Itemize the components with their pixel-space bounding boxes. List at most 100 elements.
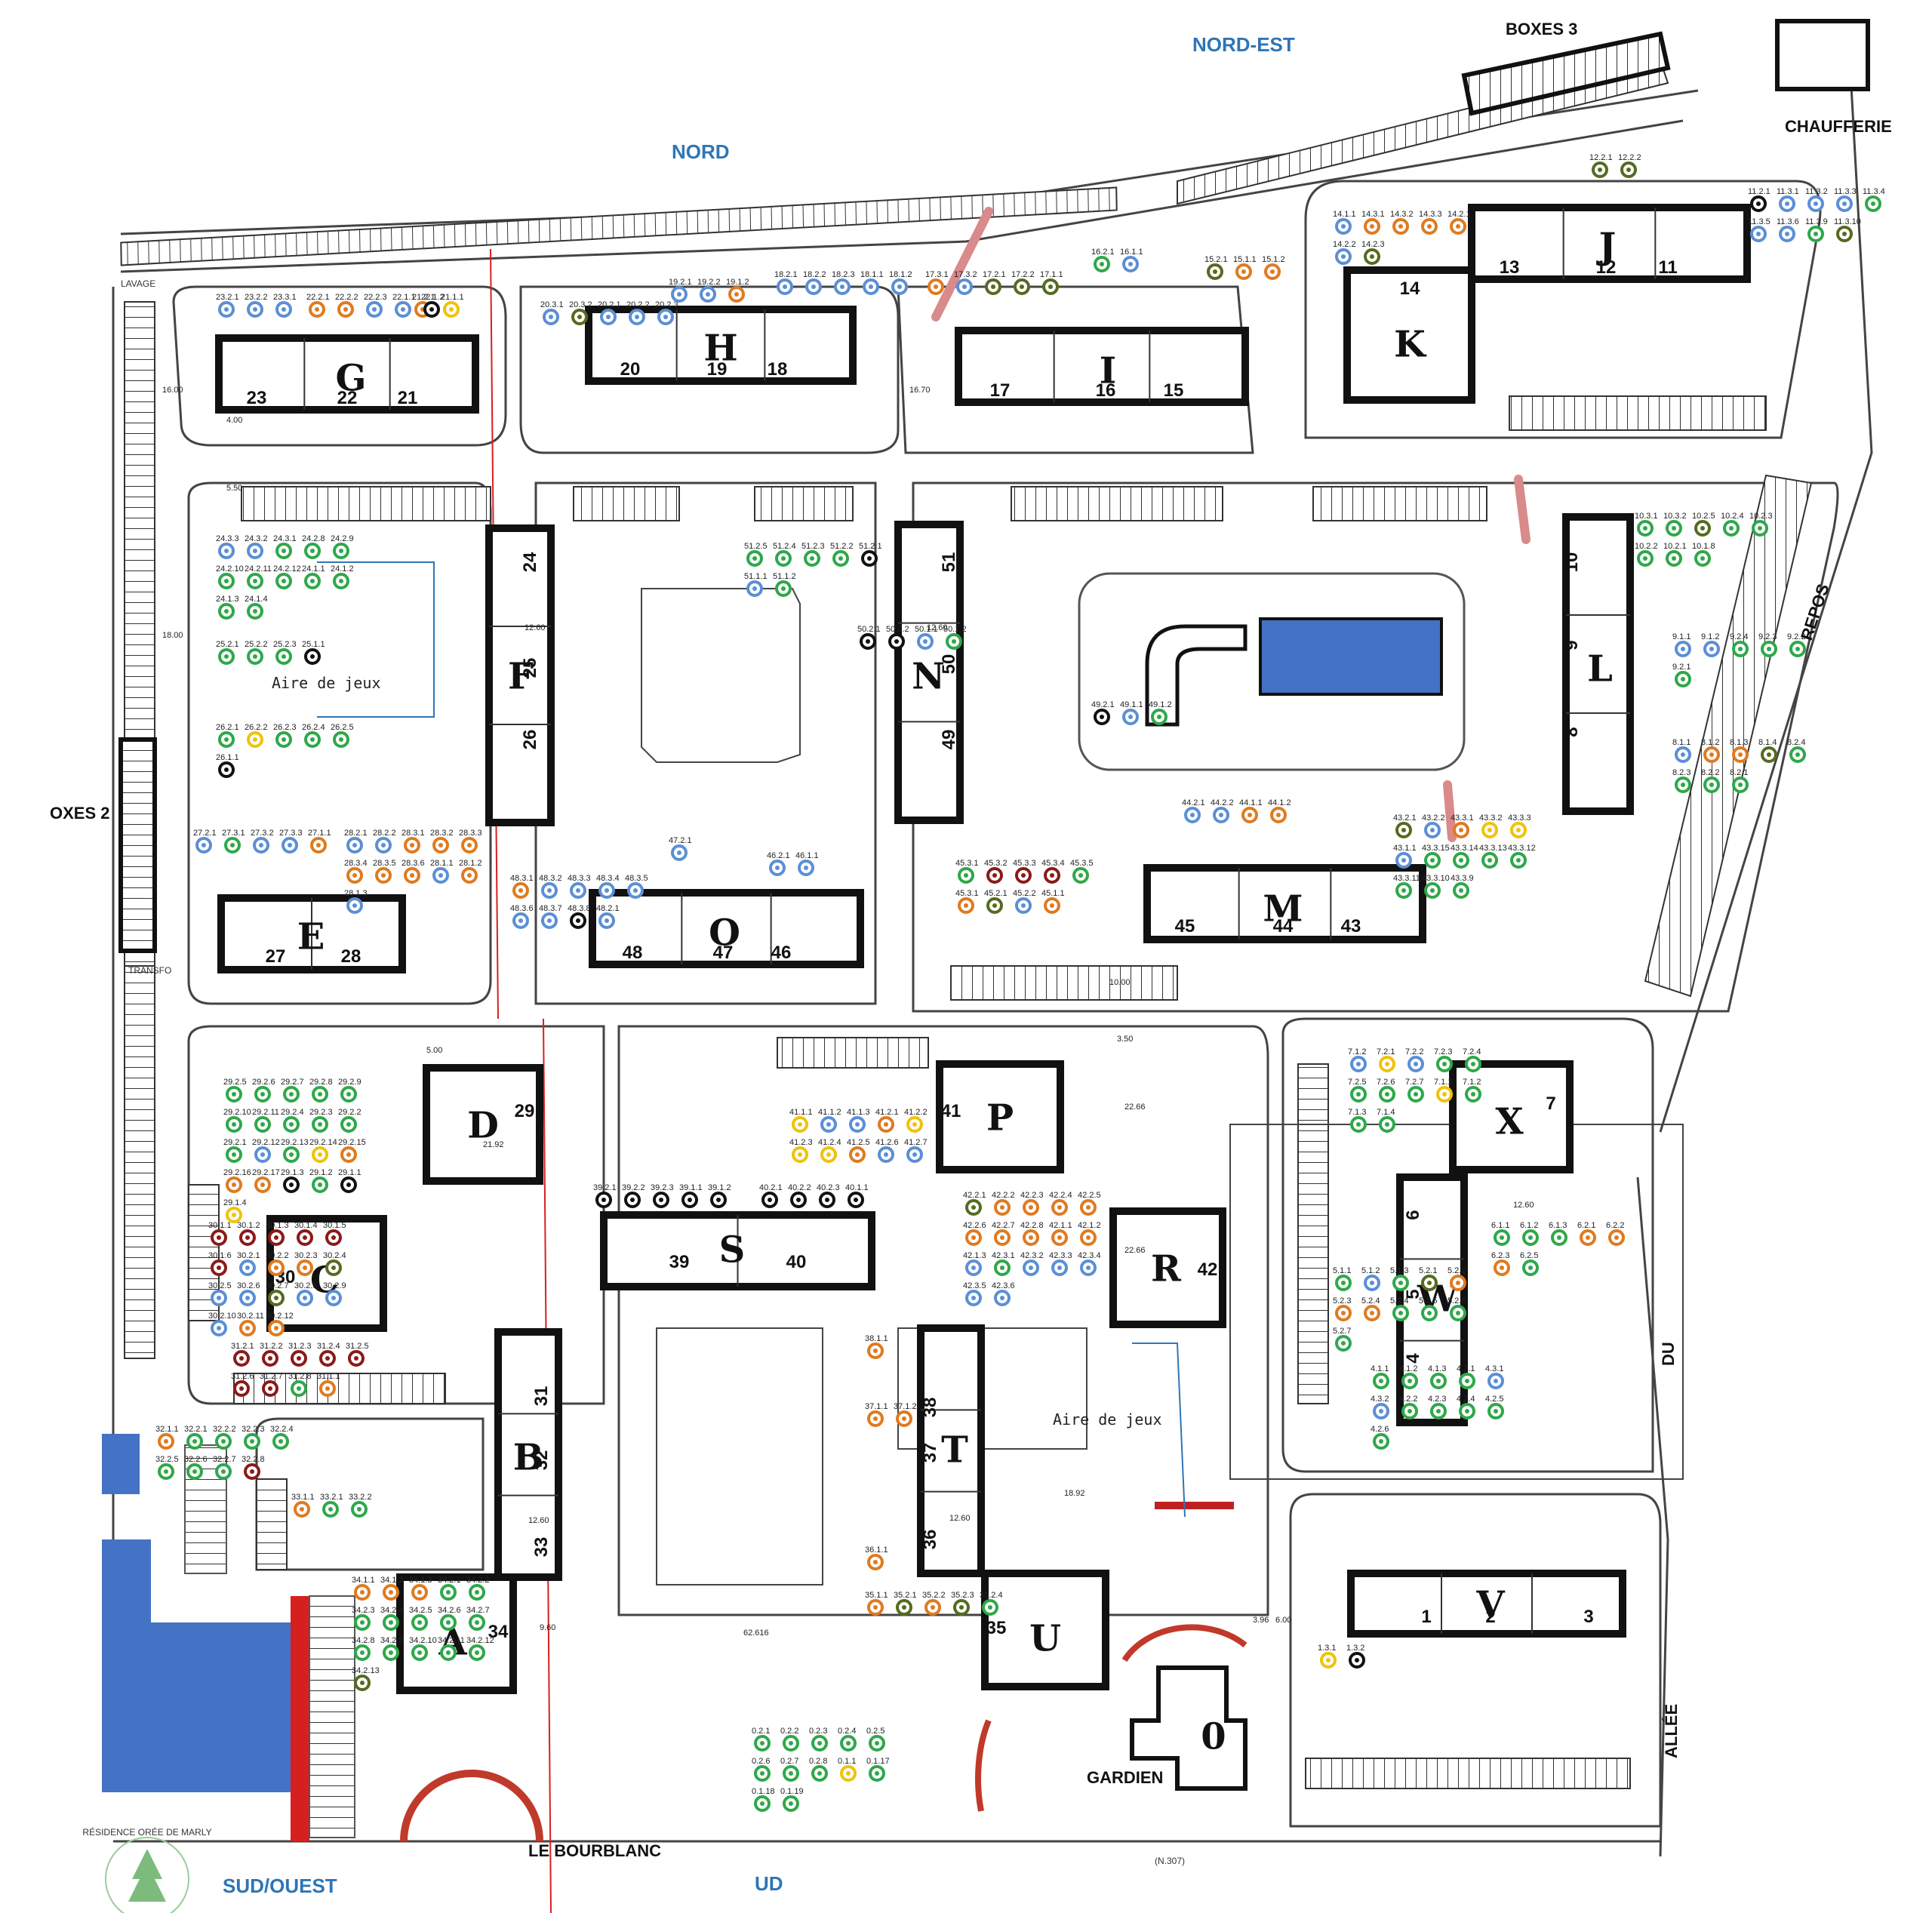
- tree-marker[interactable]: 32.2.2: [213, 1425, 236, 1450]
- tree-marker[interactable]: 7.2.4: [1463, 1047, 1481, 1072]
- tree-marker[interactable]: 42.2.1: [963, 1191, 986, 1216]
- tree-marker[interactable]: 28.3.3: [459, 829, 482, 853]
- tree-marker[interactable]: 0.1.18: [752, 1787, 775, 1812]
- tree-marker[interactable]: 29.2.10: [223, 1108, 251, 1133]
- tree-marker[interactable]: 32.2.3: [242, 1425, 265, 1450]
- tree-marker[interactable]: 46.1.1: [795, 851, 819, 876]
- tree-marker[interactable]: 25.2.3: [273, 640, 297, 665]
- tree-marker[interactable]: 39.1.2: [708, 1183, 731, 1208]
- tree-marker[interactable]: 42.3.2: [1020, 1251, 1044, 1276]
- tree-marker[interactable]: 43.3.12: [1508, 844, 1536, 869]
- tree-marker[interactable]: 41.2.3: [789, 1138, 813, 1163]
- tree-marker[interactable]: 31.2.5: [346, 1342, 369, 1367]
- tree-marker[interactable]: 27.2.1: [193, 829, 217, 853]
- tree-marker[interactable]: 41.1.2: [818, 1108, 841, 1133]
- tree-marker[interactable]: 28.3.1: [401, 829, 425, 853]
- tree-marker[interactable]: 18.2.3: [832, 270, 855, 295]
- tree-marker[interactable]: 35.2.4: [980, 1591, 1003, 1616]
- tree-marker[interactable]: 44.1.2: [1268, 798, 1291, 823]
- tree-marker[interactable]: 28.3.5: [373, 859, 396, 884]
- tree-marker[interactable]: 28.2.1: [344, 829, 368, 853]
- tree-marker[interactable]: 31.2.3: [288, 1342, 312, 1367]
- tree-marker[interactable]: 50.2.1: [857, 625, 881, 650]
- tree-marker[interactable]: 0.2.6: [752, 1757, 771, 1782]
- tree-marker[interactable]: 14.2.3: [1361, 240, 1385, 265]
- tree-marker[interactable]: 19.2.2: [697, 278, 721, 303]
- tree-marker[interactable]: 5.2.2: [1447, 1266, 1466, 1291]
- tree-marker[interactable]: 29.2.1: [223, 1138, 247, 1163]
- tree-marker[interactable]: 6.1.3: [1549, 1221, 1567, 1246]
- tree-marker[interactable]: 9.1.1: [1672, 632, 1691, 657]
- tree-marker[interactable]: 29.2.8: [309, 1078, 333, 1103]
- tree-marker[interactable]: 51.1.1: [744, 572, 768, 597]
- tree-marker[interactable]: 22.2.2: [335, 293, 358, 318]
- tree-marker[interactable]: 4.2.1: [1457, 1364, 1475, 1389]
- tree-marker[interactable]: 31.2.6: [231, 1372, 254, 1397]
- tree-marker[interactable]: 6.2.2: [1606, 1221, 1625, 1246]
- tree-marker[interactable]: 6.1.2: [1520, 1221, 1539, 1246]
- tree-marker[interactable]: 19.1.2: [726, 278, 749, 303]
- tree-marker[interactable]: 43.3.3: [1508, 813, 1531, 838]
- tree-marker[interactable]: 49.1.1: [1120, 700, 1143, 725]
- tree-marker[interactable]: 5.1.1: [1333, 1266, 1352, 1291]
- tree-marker[interactable]: 5.1.3: [1390, 1266, 1409, 1291]
- tree-marker[interactable]: 39.1.1: [679, 1183, 703, 1208]
- tree-marker[interactable]: 43.3.14: [1451, 844, 1478, 869]
- tree-marker[interactable]: 28.2.2: [373, 829, 396, 853]
- tree-marker[interactable]: 25.1.1: [302, 640, 325, 665]
- tree-marker[interactable]: 51.2.3: [801, 542, 825, 567]
- tree-marker[interactable]: 51.2.1: [859, 542, 882, 567]
- tree-marker[interactable]: 23.2.2: [245, 293, 268, 318]
- tree-marker[interactable]: 30.1.5: [323, 1221, 346, 1246]
- tree-marker[interactable]: 30.2.2: [266, 1251, 289, 1276]
- tree-marker[interactable]: 14.3.2: [1390, 210, 1414, 235]
- tree-marker[interactable]: 9.2.2: [1787, 632, 1806, 657]
- tree-marker[interactable]: 14.3.3: [1419, 210, 1442, 235]
- tree-marker[interactable]: 43.3.10: [1422, 874, 1450, 899]
- tree-marker[interactable]: 42.2.3: [1020, 1191, 1044, 1216]
- tree-marker[interactable]: 15.1.1: [1233, 255, 1257, 280]
- tree-marker[interactable]: 48.3.1: [510, 874, 534, 899]
- tree-marker[interactable]: 30.1.2: [237, 1221, 260, 1246]
- tree-marker[interactable]: 0.2.1: [752, 1727, 771, 1752]
- tree-marker[interactable]: 7.2.7: [1405, 1078, 1424, 1103]
- tree-marker[interactable]: 6.2.5: [1520, 1251, 1539, 1276]
- tree-marker[interactable]: 24.3.2: [245, 534, 268, 559]
- tree-marker[interactable]: 30.2.7: [266, 1281, 289, 1306]
- tree-marker[interactable]: 42.2.7: [992, 1221, 1015, 1246]
- tree-marker[interactable]: 19.2.1: [669, 278, 692, 303]
- tree-marker[interactable]: 30.2.9: [323, 1281, 346, 1306]
- tree-marker[interactable]: 43.1.1: [1393, 844, 1417, 869]
- tree-marker[interactable]: 17.1.1: [1040, 270, 1063, 295]
- tree-marker[interactable]: 26.2.2: [245, 723, 268, 748]
- tree-marker[interactable]: 22.2.1: [306, 293, 330, 318]
- tree-marker[interactable]: 21.1.1: [441, 293, 464, 318]
- tree-marker[interactable]: 43.3.11: [1393, 874, 1420, 899]
- tree-marker[interactable]: 43.3.15: [1422, 844, 1450, 869]
- tree-marker[interactable]: 9.2.4: [1730, 632, 1749, 657]
- tree-marker[interactable]: 29.2.5: [223, 1078, 247, 1103]
- tree-marker[interactable]: 4.2.2: [1399, 1395, 1418, 1419]
- tree-marker[interactable]: 44.2.1: [1182, 798, 1205, 823]
- tree-marker[interactable]: 30.2.8: [294, 1281, 318, 1306]
- tree-marker[interactable]: 32.2.5: [155, 1455, 179, 1480]
- tree-marker[interactable]: 45.3.2: [984, 859, 1008, 884]
- tree-marker[interactable]: 34.2.1: [438, 1576, 461, 1601]
- tree-marker[interactable]: 29.2.9: [338, 1078, 361, 1103]
- tree-marker[interactable]: 32.2.4: [270, 1425, 294, 1450]
- tree-marker[interactable]: 10.2.5: [1692, 512, 1715, 537]
- tree-marker[interactable]: 5.2.4: [1390, 1296, 1409, 1321]
- tree-marker[interactable]: 7.2.1: [1377, 1047, 1395, 1072]
- tree-marker[interactable]: 27.1.1: [308, 829, 331, 853]
- tree-marker[interactable]: 39.2.2: [622, 1183, 645, 1208]
- tree-marker[interactable]: 41.2.2: [904, 1108, 928, 1133]
- tree-marker[interactable]: 17.3.1: [925, 270, 949, 295]
- tree-marker[interactable]: 41.2.7: [904, 1138, 928, 1163]
- tree-marker[interactable]: 27.3.2: [251, 829, 274, 853]
- tree-marker[interactable]: 43.3.2: [1479, 813, 1503, 838]
- tree-marker[interactable]: 4.1.1: [1371, 1364, 1389, 1389]
- tree-marker[interactable]: 30.1.3: [266, 1221, 289, 1246]
- tree-marker[interactable]: 45.3.4: [1041, 859, 1065, 884]
- tree-marker[interactable]: 45.3.5: [1070, 859, 1094, 884]
- tree-marker[interactable]: 4.3.2: [1371, 1395, 1389, 1419]
